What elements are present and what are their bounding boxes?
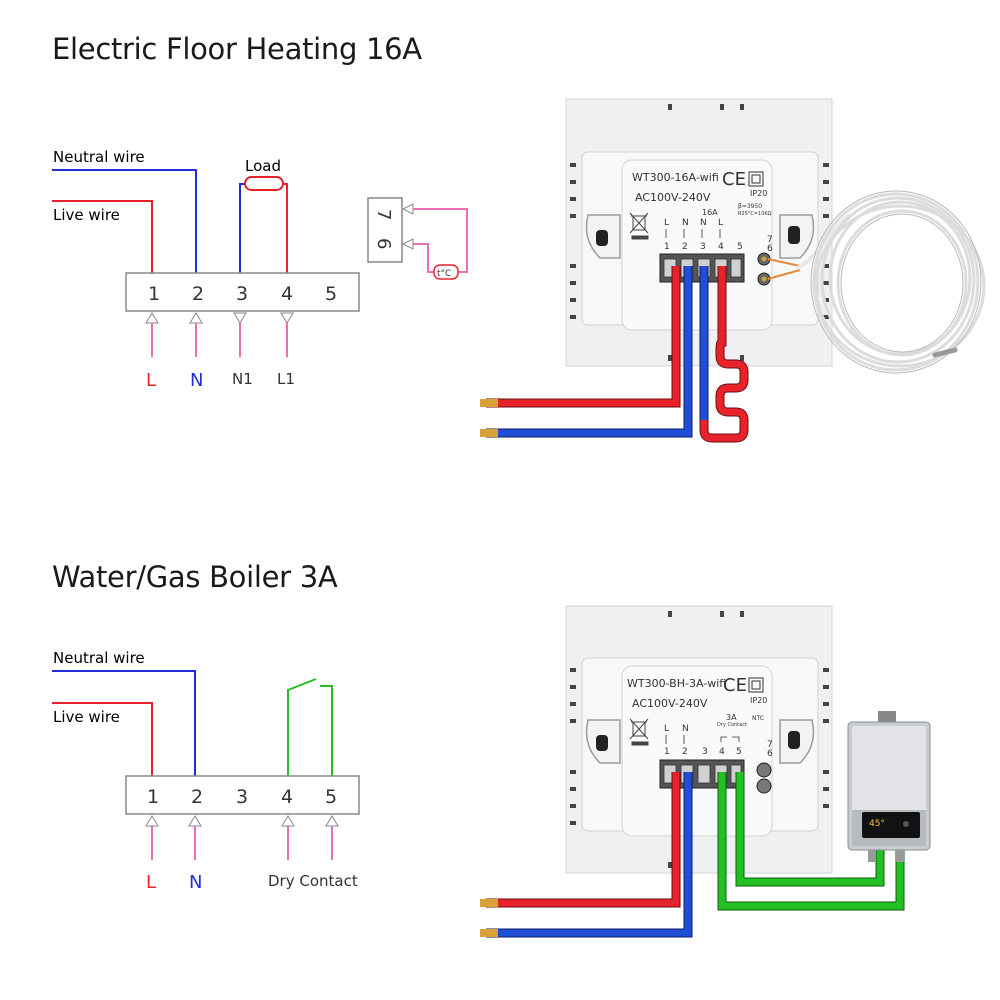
- terminal-2: 2: [192, 283, 204, 305]
- device1-letter-l1: L: [718, 218, 723, 228]
- load-label: Load: [245, 157, 281, 175]
- load-element: [244, 176, 284, 191]
- terminal-1: 1: [148, 283, 160, 305]
- bottom2-label-n: N: [189, 872, 202, 893]
- bottom-label-n: N: [190, 370, 203, 391]
- terminal2-1: 1: [147, 786, 159, 808]
- temperature-sensor: [433, 264, 459, 280]
- sensor-terminal-7: 7: [373, 209, 394, 220]
- live-wire-label-2: Live wire: [53, 708, 120, 726]
- device2-num-2: 2: [682, 747, 688, 757]
- sensor-terminal-6: 6: [373, 238, 394, 249]
- dry-contact-wire-4: [287, 678, 317, 776]
- device1-num-1: 1: [664, 242, 670, 252]
- device2-letter-n: N: [682, 724, 689, 734]
- device1-letter-n1: N: [700, 218, 707, 228]
- weee-bin-icon: [629, 212, 649, 240]
- section2-schematic: Neutral wire Live wire 1 2 3 4 5 L N Dry…: [52, 649, 360, 893]
- device2-ntc: NTC: [752, 715, 764, 722]
- device2-num-1: 1: [664, 747, 670, 757]
- terminal-4: 4: [281, 283, 293, 305]
- arrow-up-1: [145, 312, 159, 324]
- arrow-down-4: [280, 312, 294, 324]
- device1-num-5: 5: [737, 242, 743, 252]
- neutral-wire-label-2: Neutral wire: [53, 649, 145, 667]
- device2-ip: IP20: [750, 696, 767, 705]
- boiler-display: 45°: [869, 819, 885, 829]
- device1-num-4: 4: [718, 242, 724, 252]
- section2-device: WT300-BH-3A-wifi CE IP20 AC100V-240V 3A …: [480, 605, 931, 938]
- bottom-label-l: L: [146, 370, 156, 391]
- device1-ip: IP20: [750, 189, 767, 198]
- device2-model: WT300-BH-3A-wifi: [627, 677, 726, 690]
- live-wire: [52, 200, 153, 273]
- neutral-wire-label: Neutral wire: [53, 148, 145, 166]
- neutral-wire: [52, 169, 197, 273]
- device1-num-3: 3: [700, 242, 706, 252]
- device1-voltage: AC100V-240V: [635, 191, 711, 204]
- terminal-3: 3: [236, 283, 248, 305]
- device1-ntc: R25°C=10KΩ: [738, 211, 772, 217]
- sensor-wire-7: [413, 208, 468, 273]
- device1-num-7: 7: [767, 235, 773, 245]
- live-wire-label: Live wire: [53, 206, 120, 224]
- device2-num-4: 4: [719, 747, 725, 757]
- device2-letter-l: L: [664, 724, 669, 734]
- device1-num-2: 2: [682, 242, 688, 252]
- terminal2-2: 2: [191, 786, 203, 808]
- device1-ce: CE: [722, 169, 746, 190]
- load-wire-n1: [239, 183, 246, 273]
- gas-boiler: 45°: [847, 711, 931, 862]
- weee-bin-icon-2: [629, 718, 649, 746]
- section1-schematic: Neutral wire Live wire Load 1 2 3 4 5 L …: [52, 148, 468, 391]
- bottom2-label-l: L: [146, 872, 156, 893]
- device1-beta: β=3950: [738, 203, 762, 210]
- device2-voltage: AC100V-240V: [632, 697, 708, 710]
- arrow-up-2: [189, 312, 203, 324]
- arrow-down-3: [233, 312, 247, 324]
- terminal-5: 5: [325, 283, 337, 305]
- device1-model: WT300-16A-wifi: [632, 171, 719, 184]
- section1-device: WT300-16A-wifi CE IP20 AC100V-240V 16A β…: [480, 98, 986, 443]
- device2-num-7: 7: [767, 740, 773, 750]
- device1-num-6: 6: [767, 244, 773, 254]
- sensor-wire-6: [413, 243, 434, 273]
- terminal2-5: 5: [325, 786, 337, 808]
- device2-num-3: 3: [702, 747, 708, 757]
- device1-letter-l: L: [664, 218, 669, 228]
- device2-num-6: 6: [767, 749, 773, 759]
- terminal-block-2: [125, 775, 360, 815]
- device2-current: 3A: [726, 713, 737, 722]
- bottom-label-n1: N1: [232, 370, 253, 388]
- dry-contact-wire-5: [320, 685, 333, 776]
- device1-letter-n: N: [682, 218, 689, 228]
- terminal2-3: 3: [236, 786, 248, 808]
- terminal2-4: 4: [281, 786, 293, 808]
- device1-current: 16A: [702, 208, 718, 217]
- sensor-terminal-block: [367, 197, 403, 263]
- device2-num-5: 5: [736, 747, 742, 757]
- bottom-label-l1: L1: [277, 370, 295, 388]
- sensor-label: t°C: [437, 269, 451, 279]
- load-wire-l1: [282, 183, 288, 273]
- device2-ce: CE: [723, 675, 747, 696]
- neutral-wire-2: [52, 670, 196, 776]
- section2-title: Water/Gas Boiler 3A: [52, 560, 338, 594]
- device2-dry-contact: Dry Contact: [717, 722, 747, 728]
- section1-title: Electric Floor Heating 16A: [52, 32, 422, 66]
- bottom2-label-dry-contact: Dry Contact: [268, 872, 358, 890]
- terminal-block: [125, 272, 360, 312]
- live-wire-2: [52, 702, 153, 776]
